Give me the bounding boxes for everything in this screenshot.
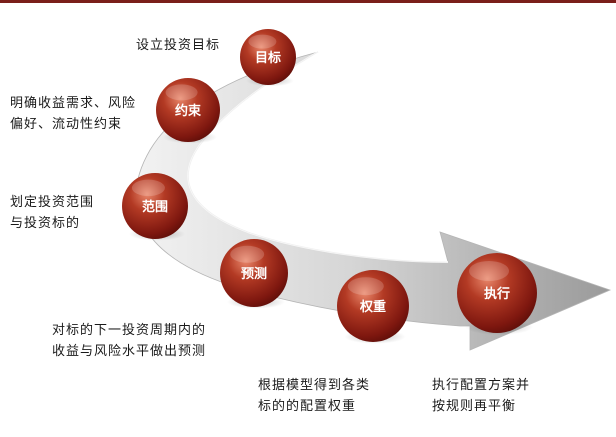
- step-forecast-desc: 对标的下一投资周期内的 收益与风险水平做出预测: [52, 323, 207, 359]
- ball-scope-sphere: [122, 173, 188, 239]
- ball-constraint-highlight: [165, 84, 198, 101]
- ball-constraint-label: 约束: [175, 103, 202, 119]
- ball-forecast-highlight: [230, 245, 265, 263]
- ball-execute: 执行: [457, 253, 537, 335]
- ball-execute-highlight: [469, 261, 509, 281]
- ball-constraint: 约束: [156, 78, 220, 144]
- ball-target-sphere: [240, 29, 296, 85]
- ball-weight-label: 权重: [359, 299, 386, 315]
- ball-execute-label: 执行: [484, 286, 510, 302]
- ball-forecast-label: 预测: [241, 266, 267, 282]
- ball-weight-sphere: [337, 270, 409, 342]
- ball-scope-highlight: [131, 179, 165, 197]
- top-border: [0, 0, 616, 3]
- ball-scope: 范围: [122, 173, 188, 241]
- ball-constraint-sphere: [156, 78, 220, 142]
- ball-scope-label: 范围: [142, 199, 168, 215]
- ball-execute-sphere: [457, 253, 537, 333]
- ball-forecast: 预测: [220, 239, 288, 309]
- step-weight-desc: 根据模型得到各类 标的的配置权重: [258, 378, 371, 414]
- step-target-desc: 设立投资目标: [136, 38, 221, 53]
- ball-weight: 权重: [337, 270, 409, 344]
- ball-target: 目标: [240, 29, 296, 87]
- step-execute-desc: 执行配置方案并 按规则再平衡: [432, 378, 531, 414]
- step-scope-desc: 划定投资范围 与投资标的: [10, 195, 95, 231]
- ball-target-highlight: [248, 34, 277, 49]
- ball-forecast-sphere: [220, 239, 288, 307]
- ball-weight-highlight: [347, 277, 384, 296]
- ball-target-label: 目标: [255, 50, 281, 66]
- step-constraint-desc: 明确收益需求、风险 偏好、流动性约束: [10, 96, 137, 132]
